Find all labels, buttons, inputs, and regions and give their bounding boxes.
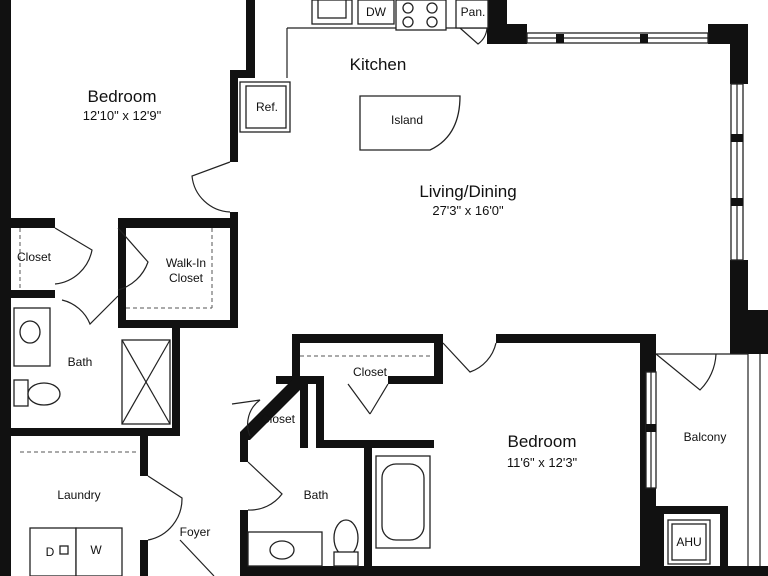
walk-in-closet-label-1: Walk-In bbox=[166, 256, 206, 270]
balcony-label: Balcony bbox=[684, 430, 727, 444]
kitchen-label: Kitchen bbox=[350, 55, 407, 74]
dishwasher-label: DW bbox=[366, 5, 387, 19]
windows bbox=[526, 32, 744, 489]
fixtures bbox=[13, 0, 711, 576]
foyer-label: Foyer bbox=[180, 525, 211, 539]
bath-1-label: Bath bbox=[68, 355, 93, 369]
partitions bbox=[19, 27, 761, 566]
washer-label: W bbox=[90, 543, 102, 557]
doors bbox=[54, 27, 717, 576]
bedroom-2-dimensions: 11'6" x 12'3" bbox=[507, 455, 578, 470]
labels: Kitchen Bedroom 12'10" x 12'9" Living/Di… bbox=[17, 5, 726, 559]
closet-mid-label: Closet bbox=[353, 365, 388, 379]
dryer-label: D bbox=[46, 545, 55, 559]
bath-2-label: Bath bbox=[304, 488, 329, 502]
ahu-label: AHU bbox=[676, 535, 701, 549]
pantry-label: Pan. bbox=[461, 5, 486, 19]
bedroom-2-label: Bedroom bbox=[508, 432, 577, 451]
living-dining-dimensions: 27'3" x 16'0" bbox=[432, 203, 504, 218]
laundry-label: Laundry bbox=[57, 488, 100, 502]
bedroom-1-dimensions: 12'10" x 12'9" bbox=[83, 108, 162, 123]
living-dining-label: Living/Dining bbox=[419, 182, 516, 201]
bedroom-1-label: Bedroom bbox=[88, 87, 157, 106]
closet-small-label: Closet bbox=[17, 250, 52, 264]
fridge-label: Ref. bbox=[256, 100, 278, 114]
closet-angled-label: Closet bbox=[261, 412, 296, 426]
island-label: Island bbox=[391, 113, 423, 127]
walk-in-closet-label-2: Closet bbox=[169, 271, 204, 285]
